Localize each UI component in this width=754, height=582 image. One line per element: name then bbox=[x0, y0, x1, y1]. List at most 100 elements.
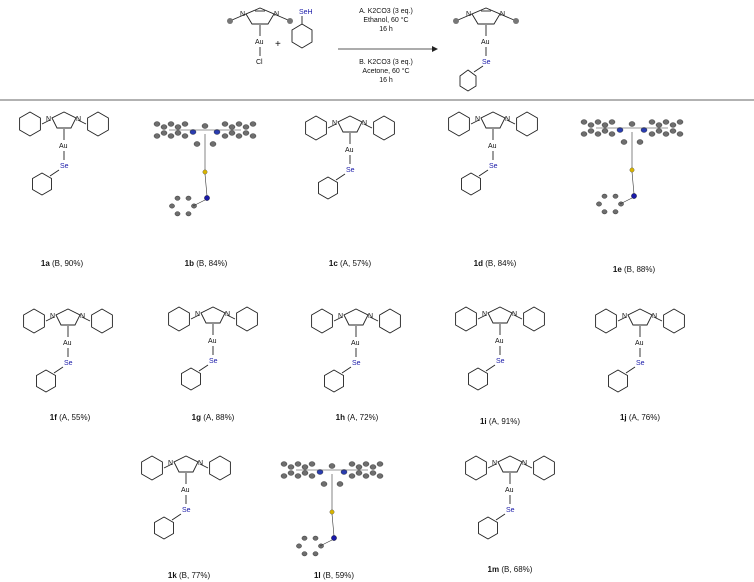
ortep-atom bbox=[228, 130, 236, 136]
gold-label: Au bbox=[488, 143, 497, 150]
ortep-atom bbox=[601, 209, 608, 215]
ortep-atom bbox=[601, 128, 609, 134]
ortep-atom bbox=[301, 470, 309, 476]
nitrogen-label: N bbox=[475, 116, 480, 123]
scheme-reactant-n1: N bbox=[240, 11, 245, 18]
nitrogen-label: N bbox=[168, 460, 173, 467]
ortep-atom bbox=[228, 124, 236, 130]
ortep-atom bbox=[596, 201, 602, 207]
compound-conditions-yield: (B, 88%) bbox=[622, 265, 656, 274]
conditions-b-line3: 16 h bbox=[379, 77, 393, 84]
ortep-atom bbox=[376, 461, 384, 467]
ortep-atom bbox=[249, 121, 257, 127]
ortep-atom bbox=[328, 463, 336, 469]
nhc-ring bbox=[200, 306, 226, 324]
ortep-atom bbox=[174, 211, 181, 217]
ortep-atom bbox=[348, 461, 356, 467]
ortep-atom bbox=[308, 473, 316, 479]
nhc-ring bbox=[55, 308, 81, 326]
scheme-reactant-n2: N bbox=[274, 11, 279, 18]
compound-id: 1d bbox=[474, 259, 483, 268]
ortep-atom bbox=[320, 481, 328, 487]
aryl-ring bbox=[209, 455, 231, 481]
aryl-ring bbox=[168, 306, 190, 332]
nitrogen-label: N bbox=[368, 313, 373, 320]
ortep-atom bbox=[612, 209, 619, 215]
nitrogen-label: N bbox=[522, 460, 527, 467]
compound-id: 1j bbox=[620, 413, 627, 422]
ortep-atom bbox=[355, 464, 363, 470]
scheme-plus-sign: + bbox=[275, 39, 281, 50]
compound-1l: 1l (B, 59%) bbox=[280, 461, 384, 580]
ortep-atom bbox=[287, 470, 295, 476]
ortep-gold-atom bbox=[329, 509, 335, 515]
selenium-label: Se bbox=[64, 360, 73, 367]
ortep-atom bbox=[185, 195, 192, 201]
selenium-label: Se bbox=[182, 507, 191, 514]
compound-conditions-yield: (B, 77%) bbox=[177, 571, 211, 580]
ortep-atom bbox=[655, 122, 663, 128]
ortep-atom bbox=[662, 131, 670, 137]
scheme-product-n2: N bbox=[500, 11, 505, 18]
compound-id: 1e bbox=[613, 265, 622, 274]
gold-label: Au bbox=[208, 338, 217, 345]
gold-label: Au bbox=[63, 340, 72, 347]
ortep-atom bbox=[235, 133, 243, 139]
ortep-atom bbox=[167, 121, 175, 127]
compound-label-1c: 1c (A, 57%) bbox=[329, 259, 372, 268]
ortep-atom bbox=[612, 193, 619, 199]
ortep-atom bbox=[294, 461, 302, 467]
ortep-atom bbox=[669, 122, 677, 128]
aryl-ring bbox=[236, 306, 258, 332]
nitrogen-label: N bbox=[338, 313, 343, 320]
compound-id: 1h bbox=[336, 413, 345, 422]
compound-conditions-yield: (A, 76%) bbox=[627, 413, 661, 422]
ortep-atom bbox=[587, 128, 595, 134]
selenium-label: Se bbox=[346, 167, 355, 174]
ortep-atom bbox=[174, 124, 182, 130]
aryl-ring bbox=[448, 111, 470, 137]
nhc-ring bbox=[51, 111, 77, 129]
compound-label-1e: 1e (B, 88%) bbox=[613, 265, 656, 274]
nitrogen-label: N bbox=[482, 311, 487, 318]
ortep-atom bbox=[608, 131, 616, 137]
ortep-atom bbox=[193, 141, 201, 147]
compound-label-1l: 1l (B, 59%) bbox=[314, 571, 354, 580]
ortep-atom bbox=[160, 124, 168, 130]
ortep-atom bbox=[676, 119, 684, 125]
scheme-product-se: Se bbox=[482, 59, 491, 66]
nitrogen-label: N bbox=[492, 460, 497, 467]
nitrogen-label: N bbox=[76, 116, 81, 123]
scheme-reactant-cl: Cl bbox=[256, 59, 263, 66]
gold-label: Au bbox=[351, 340, 360, 347]
compound-label-1b: 1b (B, 84%) bbox=[185, 259, 228, 268]
ortep-atom bbox=[620, 139, 628, 145]
ortep-atom bbox=[636, 139, 644, 145]
ortep-selenium-atom bbox=[631, 193, 637, 199]
aryl-ring bbox=[516, 111, 538, 137]
selenium-label: Se bbox=[489, 163, 498, 170]
ortep-atom bbox=[280, 461, 288, 467]
ortep-atom bbox=[587, 122, 595, 128]
compound-1b: 1b (B, 84%) bbox=[153, 121, 257, 268]
ortep-gold-atom bbox=[629, 167, 635, 173]
selenium-label: Se bbox=[209, 358, 218, 365]
nhc-ring bbox=[173, 455, 199, 473]
compound-id: 1c bbox=[329, 259, 338, 268]
compound-conditions-yield: (B, 84%) bbox=[194, 259, 228, 268]
compound-1e: 1e (B, 88%) bbox=[580, 119, 684, 274]
nhc-ring bbox=[480, 111, 506, 129]
compound-id: 1f bbox=[50, 413, 57, 422]
aryl-ring bbox=[465, 455, 487, 481]
scheme-conditions-b: B. K2CO3 (3 eq.) Acetone, 60 °C 16 h bbox=[359, 59, 413, 84]
nitrogen-label: N bbox=[505, 116, 510, 123]
compound-label-1a: 1a (B, 90%) bbox=[41, 259, 84, 268]
conditions-a-line3: 16 h bbox=[379, 26, 393, 33]
ortep-atom bbox=[616, 127, 624, 133]
